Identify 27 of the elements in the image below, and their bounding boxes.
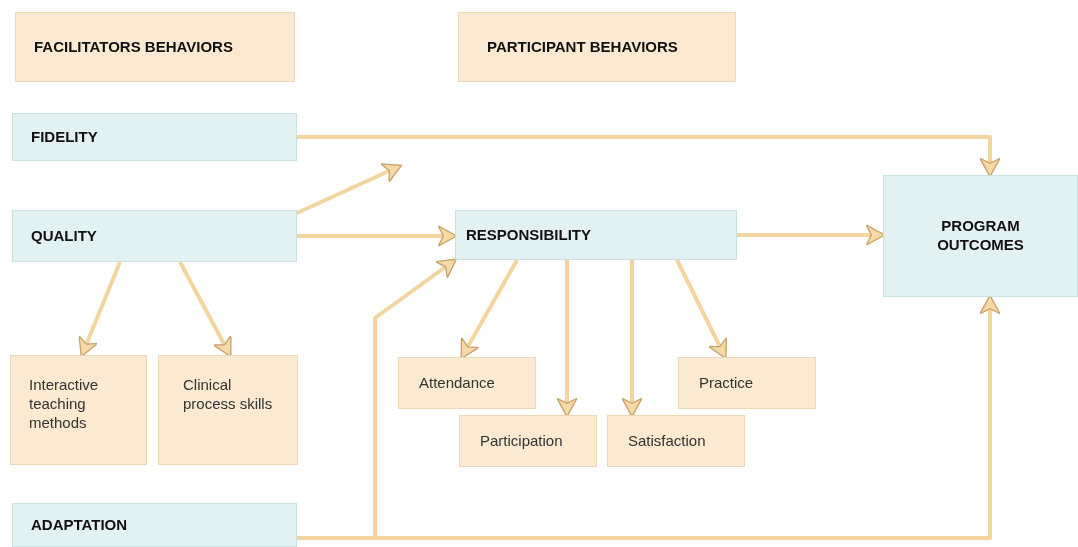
- arrow: [296, 163, 403, 215]
- category-box: [12, 503, 297, 547]
- box-label: QUALITY: [31, 226, 97, 246]
- box-label: Clinical process skills: [183, 376, 274, 414]
- box-label: Practice: [699, 373, 754, 393]
- box-label: Satisfaction: [628, 431, 706, 451]
- category-box: [15, 12, 295, 82]
- box-label: FIDELITY: [31, 127, 98, 147]
- box-label: RESPONSIBILITY: [466, 225, 592, 245]
- item-box: [607, 415, 745, 467]
- box-label: ADAPTATION: [31, 515, 128, 535]
- box-label: FACILITATORS BEHAVIORS: [34, 37, 233, 57]
- category-box: [12, 113, 297, 161]
- item-box: [158, 355, 298, 465]
- box-label: Attendance: [419, 373, 495, 393]
- box-label: PROGRAM OUTCOMES: [936, 217, 1025, 255]
- category-box: [12, 210, 297, 262]
- box-label: Interactive teaching methods: [29, 376, 100, 433]
- item-box: [10, 355, 147, 465]
- category-box: [458, 12, 736, 82]
- category-box: [883, 175, 1078, 297]
- category-box: [455, 210, 737, 260]
- item-box: [459, 415, 597, 467]
- item-box: [398, 357, 536, 409]
- item-box: [678, 357, 816, 409]
- box-label: Participation: [480, 431, 563, 451]
- box-label: PARTICIPANT BEHAVIORS: [487, 37, 678, 57]
